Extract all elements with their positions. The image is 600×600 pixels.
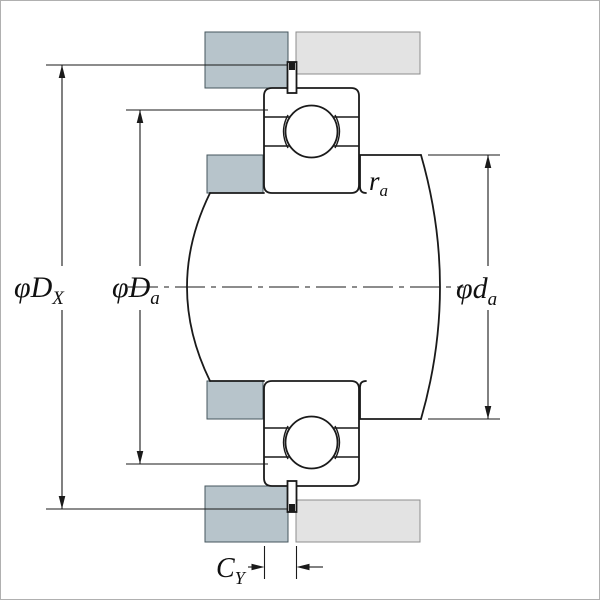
- cage-line: [282, 425, 289, 460]
- shaft-shoulder-upper: [359, 154, 422, 194]
- cage-line: [282, 114, 289, 149]
- snap-ring-upper: [286, 61, 298, 94]
- bearing-upper: [263, 87, 360, 194]
- dimension-da: φda: [428, 154, 500, 420]
- arrowhead-down: [136, 451, 144, 464]
- housing-block-upper: [204, 31, 289, 89]
- snap-ring-tip: [289, 504, 295, 512]
- dimension-Da: φDa: [112, 109, 268, 465]
- dim-label-CY: CY: [216, 553, 247, 588]
- end-cover-lower: [295, 499, 421, 543]
- dimension-CY: CY: [216, 546, 323, 588]
- shaft-shoulder-lower: [359, 380, 422, 420]
- snap-ring-tip: [289, 62, 295, 70]
- arrowhead-up: [58, 65, 66, 78]
- abutment-spacer-upper: [206, 154, 264, 194]
- cage-line: [334, 114, 341, 149]
- snap-ring-lower: [286, 480, 298, 513]
- ball-upper: [284, 104, 339, 159]
- dimension-DX: φDX: [14, 64, 287, 510]
- end-cover-upper: [295, 31, 421, 75]
- housing-sections: [204, 31, 289, 543]
- arrowhead-down: [484, 406, 492, 419]
- arrowhead-down: [58, 496, 66, 509]
- bearing-lower: [263, 380, 360, 487]
- end-cover-sections: [295, 31, 421, 543]
- dim-label-ra: ra: [369, 166, 388, 200]
- arrowhead-up: [484, 155, 492, 168]
- housing-block-lower: [204, 485, 289, 543]
- ball-lower: [284, 415, 339, 470]
- dim-label-DX: φDX: [14, 271, 65, 309]
- arrowhead-right: [251, 563, 265, 571]
- abutment-spacer-lower: [206, 380, 264, 420]
- arrowhead-up: [136, 110, 144, 123]
- cage-line: [334, 425, 341, 460]
- arrowhead-left: [296, 563, 310, 571]
- dim-label-da: φda: [456, 272, 497, 310]
- dim-label-Da: φDa: [112, 271, 160, 309]
